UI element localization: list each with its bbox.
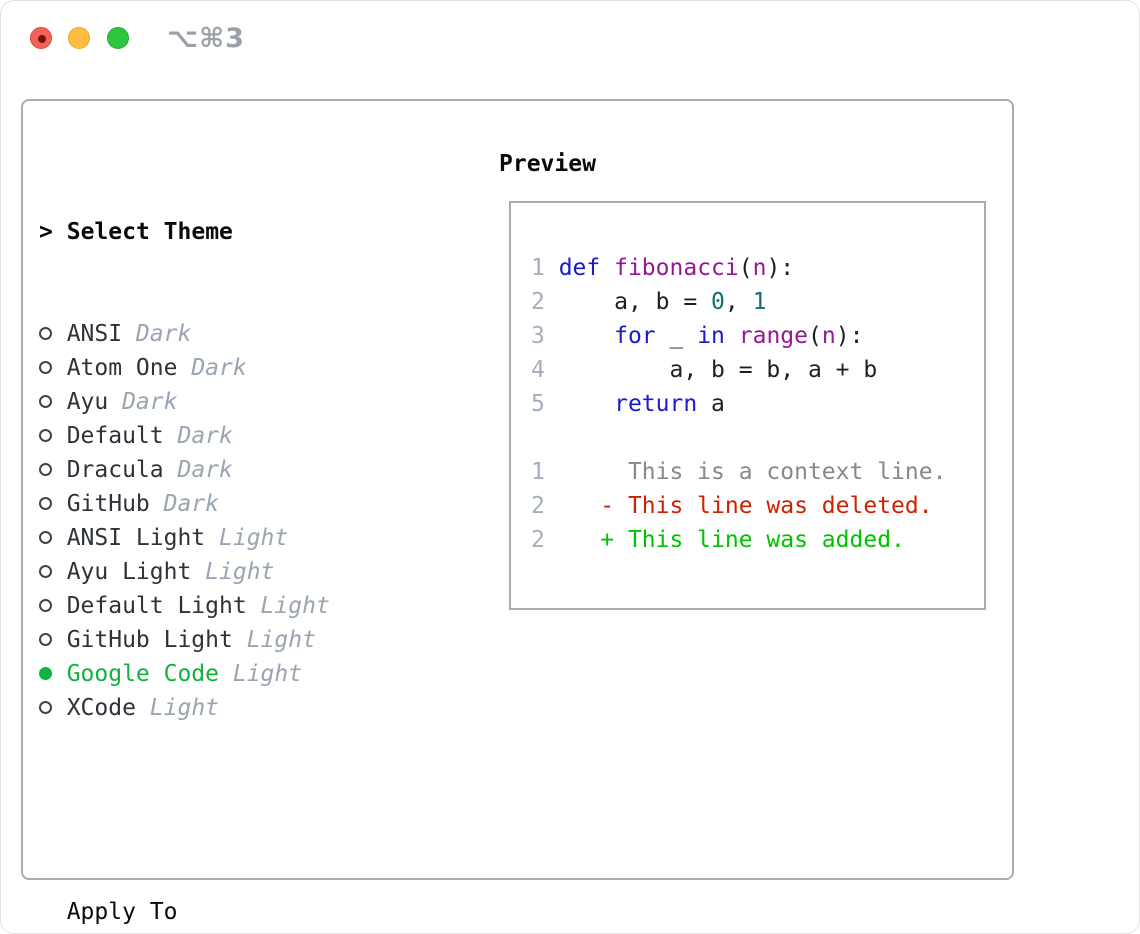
- option-label: Default Light: [66, 593, 247, 619]
- spacer-row: [39, 793, 427, 827]
- radio-icon: [39, 487, 67, 521]
- line-number: 1: [531, 255, 559, 281]
- option-variant-tag: Dark: [122, 321, 192, 347]
- option-label: Ayu: [66, 389, 109, 415]
- apply-to-header: Apply To: [66, 899, 178, 925]
- option-variant-tag: Dark: [163, 457, 233, 483]
- theme-option[interactable]: GitHub Light Light: [39, 623, 427, 657]
- option-variant-tag: Dark: [108, 389, 178, 415]
- option-label: Atom One: [66, 355, 178, 381]
- option-label: GitHub: [66, 491, 150, 517]
- option-variant-tag: Light: [135, 695, 220, 721]
- radio-icon: [39, 453, 67, 487]
- select-theme-header: > Select Theme: [39, 219, 233, 245]
- preview-header: Preview: [499, 151, 596, 177]
- radio-icon: [39, 589, 67, 623]
- line-number: 3: [531, 323, 559, 349]
- line-number: 1: [531, 459, 601, 485]
- option-variant-tag: Dark: [177, 355, 247, 381]
- blank-line: [531, 421, 946, 455]
- theme-option[interactable]: Google Code Light: [39, 657, 427, 691]
- theme-option[interactable]: Default Dark: [39, 419, 427, 453]
- code-line: 1 def fibonacci(n):: [531, 255, 795, 281]
- theme-option[interactable]: ANSI Light Light: [39, 521, 427, 555]
- option-variant-tag: Light: [232, 627, 316, 653]
- option-label: Google Code: [66, 661, 220, 687]
- radio-selected-icon: [39, 657, 67, 691]
- line-number: 5: [531, 391, 559, 417]
- preview-pane: 1 def fibonacci(n): 2 a, b = 0, 1 3 for _ …: [509, 201, 986, 610]
- theme-option[interactable]: Ayu Dark: [39, 385, 427, 419]
- radio-icon: [39, 691, 67, 725]
- option-label: Ayu Light: [66, 559, 192, 585]
- theme-option[interactable]: Default Light Light: [39, 589, 427, 623]
- radio-icon: [39, 317, 67, 351]
- option-label: Default: [66, 423, 164, 449]
- theme-option[interactable]: Atom One Dark: [39, 351, 427, 385]
- title-bar: ⌥⌘3: [1, 1, 1139, 75]
- option-variant-tag: Light: [191, 559, 275, 585]
- window-shortcut-title: ⌥⌘3: [167, 23, 245, 54]
- line-number: 2: [531, 289, 559, 315]
- option-variant-tag: Dark: [149, 491, 220, 517]
- radio-icon: [39, 555, 67, 589]
- option-variant-tag: Light: [246, 593, 330, 619]
- line-number: 4: [531, 357, 559, 383]
- theme-option[interactable]: ANSI Dark: [39, 317, 427, 351]
- radio-icon: [39, 623, 67, 657]
- line-number: 2: [531, 527, 601, 553]
- option-variant-tag: Dark: [163, 423, 233, 449]
- theme-option[interactable]: Ayu Light Light: [39, 555, 427, 589]
- option-label: ANSI: [66, 321, 123, 347]
- line-number: 2: [531, 493, 601, 519]
- zoom-button[interactable]: [107, 27, 129, 49]
- radio-icon: [39, 351, 67, 385]
- code-line: 2 a, b = 0, 1: [531, 289, 767, 315]
- diff-line: 1 This is a context line.: [531, 459, 947, 485]
- radio-icon: [39, 521, 67, 555]
- option-label: Dracula: [66, 457, 164, 483]
- diff-line: 2 + This line was added.: [531, 527, 905, 553]
- close-dot-icon: [38, 35, 46, 43]
- radio-icon: [39, 419, 67, 453]
- code-line: 3 for _ in range(n):: [531, 323, 864, 349]
- close-button[interactable]: [30, 27, 52, 49]
- diff-line: 2 - This line was deleted.: [531, 493, 933, 519]
- minimize-button[interactable]: [68, 27, 90, 49]
- code-line: 4 a, b = b, a + b: [531, 357, 878, 383]
- option-variant-tag: Light: [205, 525, 289, 551]
- radio-icon: [39, 385, 67, 419]
- code-line: 5 return a: [531, 391, 725, 417]
- theme-option[interactable]: XCode Light: [39, 691, 427, 725]
- theme-option[interactable]: Dracula Dark: [39, 453, 427, 487]
- option-label: XCode: [66, 695, 136, 721]
- option-label: ANSI Light: [66, 525, 206, 551]
- option-variant-tag: Light: [219, 661, 303, 687]
- code-preview: 1 def fibonacci(n): 2 a, b = 0, 1 3 for _ …: [511, 203, 946, 557]
- theme-option[interactable]: GitHub Dark: [39, 487, 427, 521]
- option-label: GitHub Light: [66, 627, 233, 653]
